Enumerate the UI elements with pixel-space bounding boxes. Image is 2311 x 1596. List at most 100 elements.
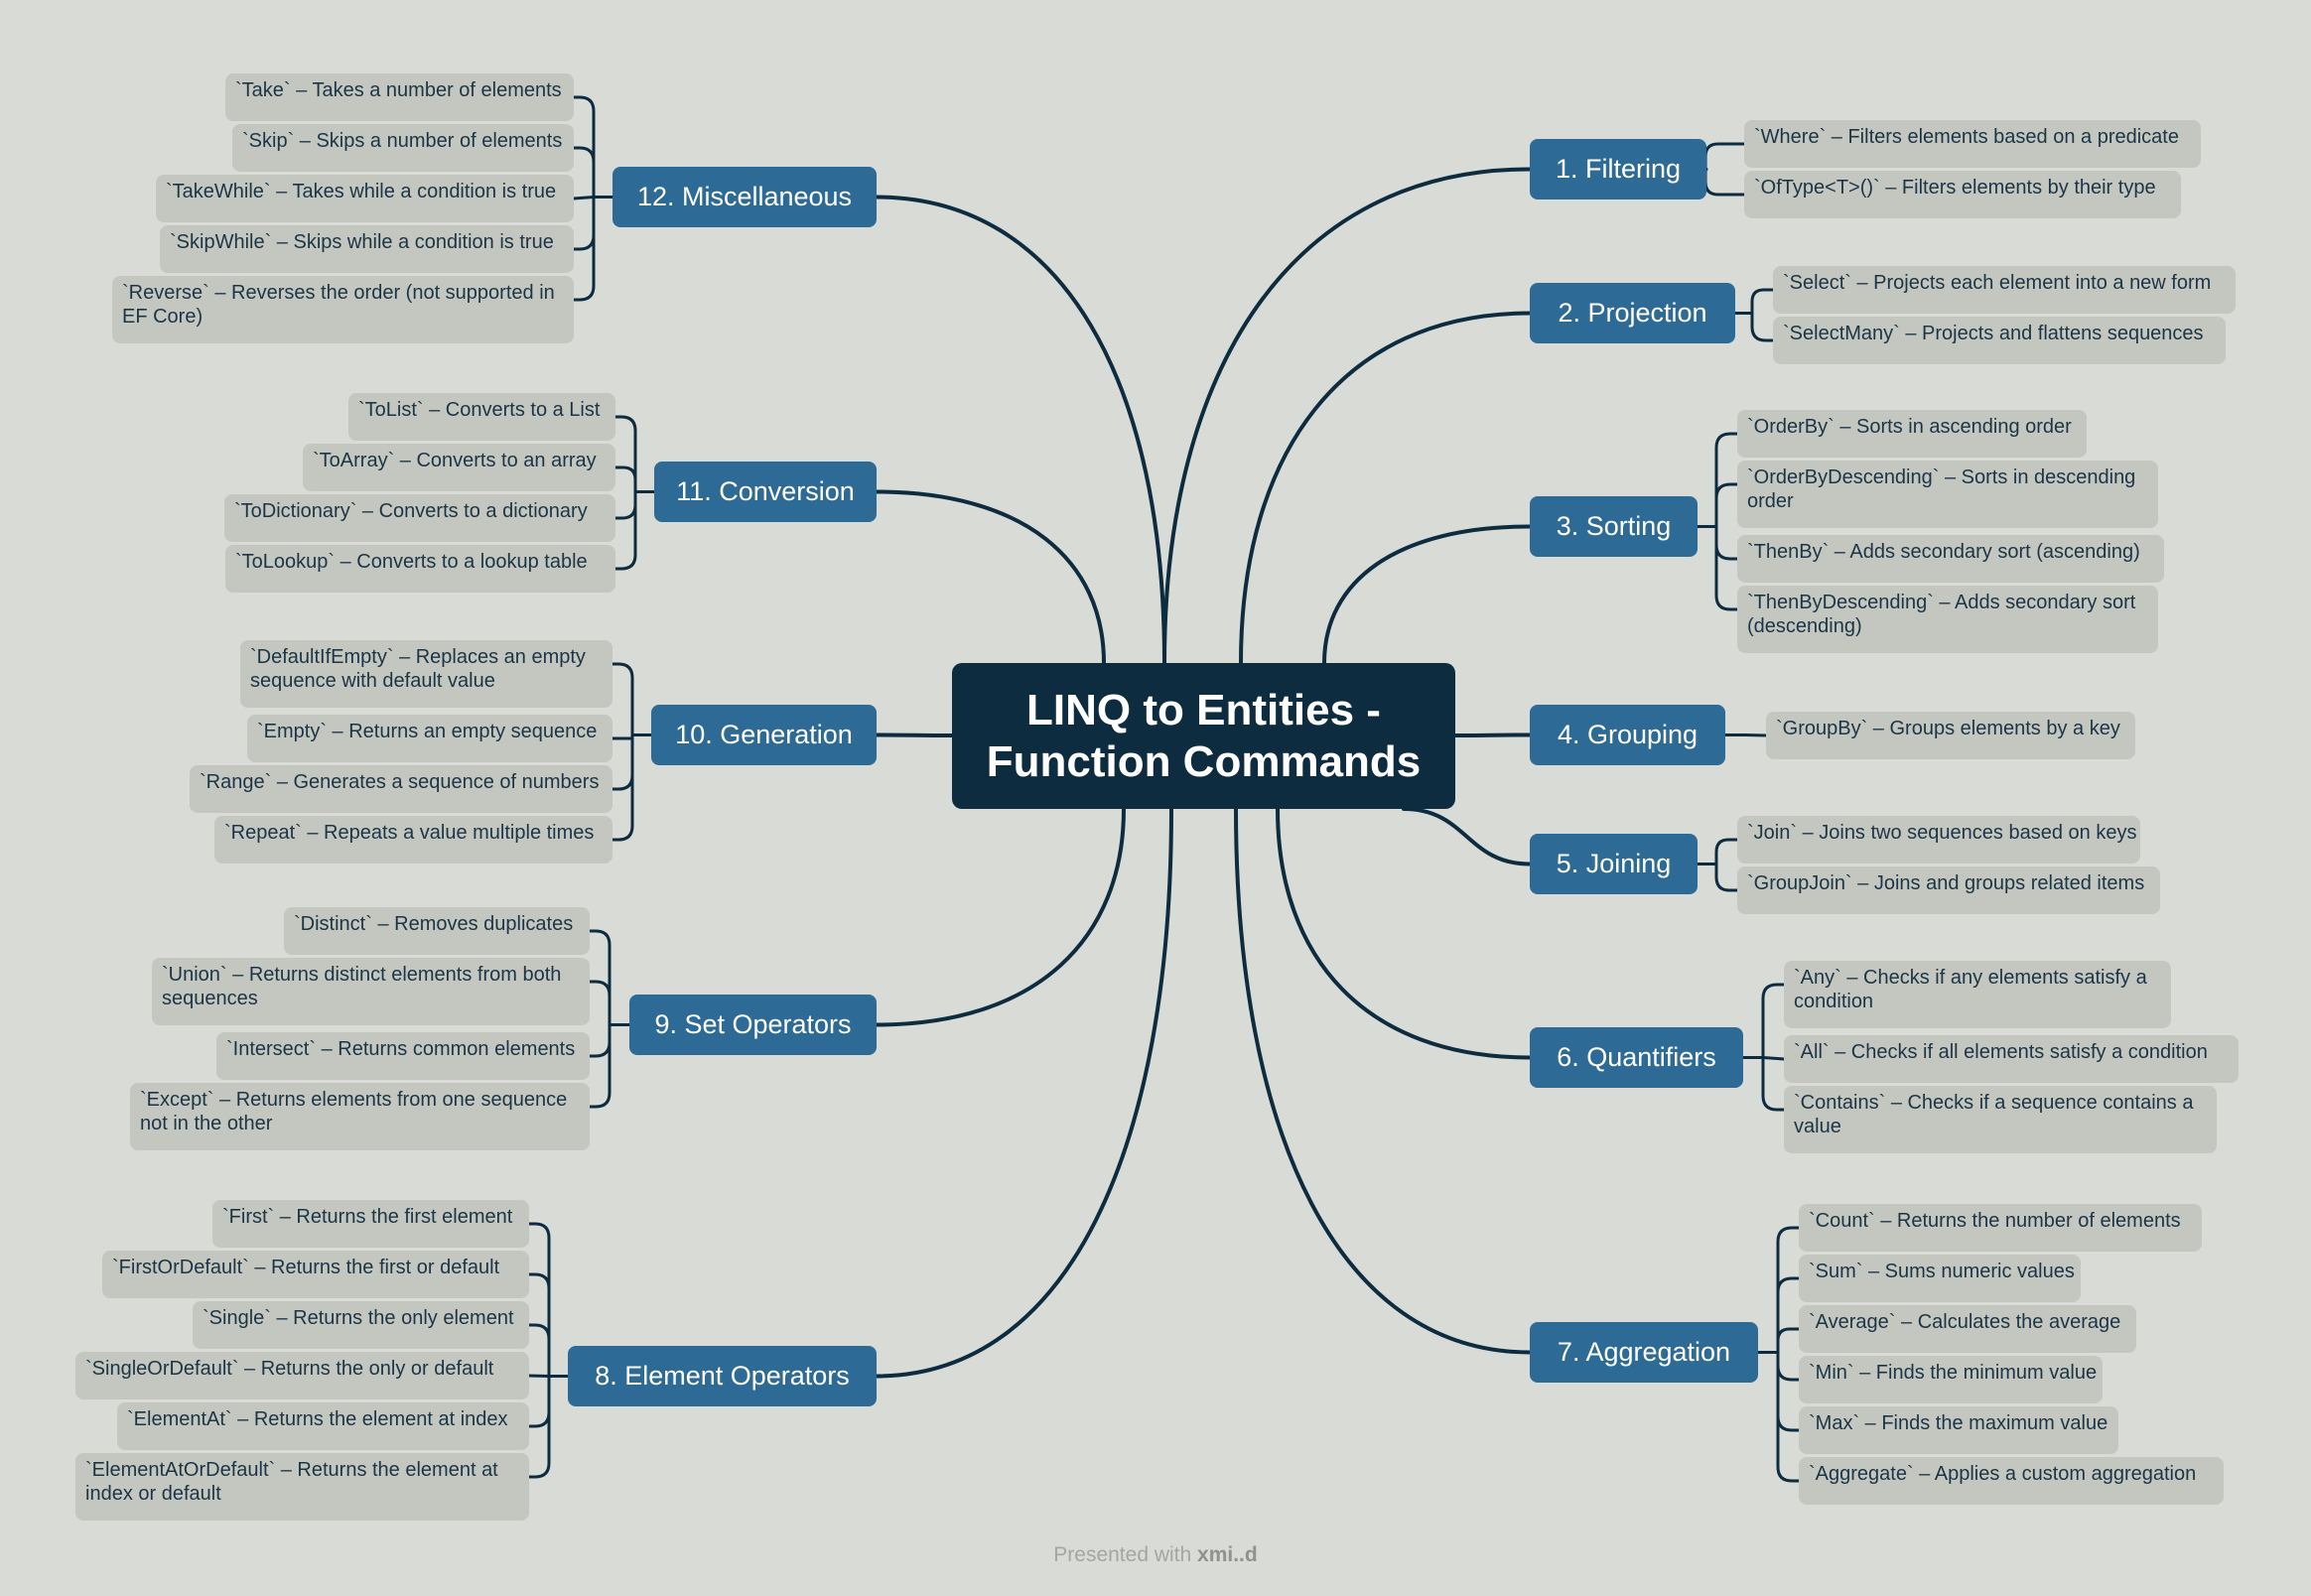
- leaf-link-b8-3: [527, 1323, 551, 1378]
- leaf-b9-2[interactable]: `Union` – Returns distinct elements from…: [152, 958, 590, 1025]
- leaf-link-b10-1: [611, 662, 634, 736]
- leaf-b10-3[interactable]: `Range` – Generates a sequence of number…: [190, 765, 612, 813]
- leaf-b7-4[interactable]: `Min` – Finds the minimum value: [1799, 1356, 2103, 1403]
- footer-prefix: Presented with: [1053, 1543, 1192, 1566]
- branch-b4[interactable]: 4. Grouping: [1530, 705, 1725, 765]
- leaf-link-b7-5: [1776, 1351, 1801, 1432]
- central-topic[interactable]: LINQ to Entities - Function Commands: [952, 663, 1455, 809]
- leaf-link-b4-1: [1743, 733, 1768, 737]
- footer: Presented with xmi..d: [0, 1543, 2311, 1567]
- leaf-b3-2[interactable]: `OrderByDescending` – Sorts in descendin…: [1737, 461, 2158, 528]
- leaf-b10-1[interactable]: `DefaultIfEmpty` – Replaces an empty seq…: [240, 640, 612, 708]
- leaf-link-b3-3: [1714, 525, 1739, 561]
- branch-b9[interactable]: 9. Set Operators: [629, 995, 877, 1055]
- leaf-b8-2[interactable]: `FirstOrDefault` – Returns the first or …: [102, 1251, 529, 1298]
- leaf-b11-4[interactable]: `ToLookup` – Converts to a lookup table: [225, 545, 615, 593]
- leaf-b8-6[interactable]: `ElementAtOrDefault` – Returns the eleme…: [75, 1453, 529, 1521]
- branch-link-b11: [875, 489, 1106, 665]
- branch-b6[interactable]: 6. Quantifiers: [1530, 1027, 1743, 1088]
- leaf-link-b5-1: [1714, 838, 1739, 865]
- leaf-b11-3[interactable]: `ToDictionary` – Converts to a dictionar…: [224, 494, 615, 542]
- leaf-link-b9-2: [588, 980, 612, 1026]
- branch-link-b2: [1239, 311, 1532, 665]
- leaf-b10-2[interactable]: `Empty` – Returns an empty sequence: [247, 715, 612, 762]
- branch-b3[interactable]: 3. Sorting: [1530, 496, 1698, 557]
- leaf-b1-2[interactable]: `OfType<T>()` – Filters elements by thei…: [1744, 171, 2181, 218]
- branch-b10[interactable]: 10. Generation: [651, 705, 877, 765]
- leaf-b2-2[interactable]: `SelectMany` – Projects and flattens seq…: [1773, 317, 2226, 364]
- leaf-b9-3[interactable]: `Intersect` – Returns common elements: [216, 1032, 590, 1080]
- leaf-link-b11-3: [613, 490, 637, 520]
- branch-b1[interactable]: 1. Filtering: [1530, 139, 1706, 200]
- leaf-link-b3-2: [1714, 482, 1739, 528]
- leaf-link-b7-3: [1776, 1327, 1801, 1354]
- central-title-line-2: Function Commands: [986, 736, 1422, 786]
- leaf-b8-1[interactable]: `First` – Returns the first element: [212, 1200, 529, 1248]
- leaf-link-b5-2: [1714, 863, 1739, 892]
- leaf-b3-1[interactable]: `OrderBy` – Sorts in ascending order: [1737, 410, 2087, 458]
- leaf-b6-1[interactable]: `Any` – Checks if any elements satisfy a…: [1784, 961, 2171, 1028]
- leaf-link-b2-1: [1750, 288, 1775, 315]
- leaf-b6-2[interactable]: `All` – Checks if all elements satisfy a…: [1784, 1035, 2239, 1083]
- leaf-b3-3[interactable]: `ThenBy` – Adds secondary sort (ascendin…: [1737, 535, 2164, 583]
- leaf-b12-2[interactable]: `Skip` – Skips a number of elements: [232, 124, 574, 172]
- leaf-b8-4[interactable]: `SingleOrDefault` – Returns the only or …: [75, 1352, 529, 1399]
- branch-b2[interactable]: 2. Projection: [1530, 283, 1735, 343]
- leaf-b2-1[interactable]: `Select` – Projects each element into a …: [1773, 266, 2236, 314]
- leaf-b8-3[interactable]: `Single` – Returns the only element: [193, 1301, 529, 1349]
- leaf-link-b12-5: [572, 196, 596, 302]
- leaf-b12-1[interactable]: `Take` – Takes a number of elements: [225, 73, 574, 121]
- branch-link-b10: [875, 732, 954, 737]
- branch-b12[interactable]: 12. Miscellaneous: [612, 167, 877, 227]
- leaf-link-b6-1: [1761, 983, 1786, 1059]
- branch-b8[interactable]: 8. Element Operators: [568, 1346, 877, 1406]
- central-title-line-1: LINQ to Entities -: [1026, 685, 1381, 734]
- branch-link-b9: [875, 807, 1126, 1027]
- branch-b11[interactable]: 11. Conversion: [654, 462, 877, 522]
- branch-link-b3: [1322, 524, 1532, 665]
- leaf-link-b3-1: [1714, 432, 1739, 528]
- leaf-link-b12-3: [572, 196, 596, 200]
- leaf-b12-3[interactable]: `TakeWhile` – Takes while a condition is…: [156, 175, 574, 222]
- leaf-b10-4[interactable]: `Repeat` – Repeats a value multiple time…: [214, 816, 612, 864]
- leaf-link-b6-3: [1761, 1056, 1786, 1112]
- leaf-b9-4[interactable]: `Except` – Returns elements from one seq…: [130, 1083, 590, 1150]
- leaf-link-b7-2: [1776, 1276, 1801, 1354]
- leaf-link-b12-4: [572, 196, 596, 251]
- leaf-link-b12-2: [572, 146, 596, 199]
- leaf-b11-2[interactable]: `ToArray` – Converts to an array: [303, 444, 615, 491]
- leaf-b7-2[interactable]: `Sum` – Sums numeric values: [1799, 1255, 2081, 1302]
- leaf-link-b12-1: [572, 95, 596, 199]
- branch-link-b12: [875, 195, 1166, 665]
- leaf-link-b1-2: [1703, 168, 1746, 197]
- branch-link-b8: [875, 807, 1173, 1379]
- leaf-b11-1[interactable]: `ToList` – Converts to a List: [348, 393, 615, 441]
- leaf-b5-1[interactable]: `Join` – Joins two sequences based on ke…: [1737, 816, 2140, 864]
- leaf-link-b8-6: [527, 1375, 551, 1479]
- branch-link-b7: [1234, 807, 1532, 1355]
- leaf-b4-1[interactable]: `GroupBy` – Groups elements by a key: [1766, 712, 2135, 759]
- branch-b7[interactable]: 7. Aggregation: [1530, 1322, 1758, 1383]
- leaf-b7-1[interactable]: `Count` – Returns the number of elements: [1799, 1204, 2202, 1252]
- leaf-link-b9-3: [588, 1023, 612, 1058]
- branch-b5[interactable]: 5. Joining: [1530, 834, 1698, 894]
- branch-link-b4: [1453, 732, 1532, 737]
- leaf-b1-1[interactable]: `Where` – Filters elements based on a pr…: [1744, 120, 2201, 168]
- leaf-b8-5[interactable]: `ElementAt` – Returns the element at ind…: [117, 1402, 529, 1450]
- leaf-link-b7-4: [1776, 1351, 1801, 1382]
- leaf-link-b8-2: [527, 1272, 551, 1378]
- leaf-link-b9-4: [588, 1023, 612, 1109]
- leaf-b7-5[interactable]: `Max` – Finds the maximum value: [1799, 1406, 2118, 1454]
- leaf-b3-4[interactable]: `ThenByDescending` – Adds secondary sort…: [1737, 586, 2158, 653]
- leaf-b7-3[interactable]: `Average` – Calculates the average: [1799, 1305, 2136, 1353]
- leaf-link-b11-4: [613, 490, 637, 571]
- leaf-b6-3[interactable]: `Contains` – Checks if a sequence contai…: [1784, 1086, 2217, 1153]
- leaf-b7-6[interactable]: `Aggregate` – Applies a custom aggregati…: [1799, 1457, 2224, 1505]
- leaf-b9-1[interactable]: `Distinct` – Removes duplicates: [284, 907, 590, 955]
- leaf-b12-5[interactable]: `Reverse` – Reverses the order (not supp…: [112, 276, 574, 343]
- leaf-link-b10-4: [611, 733, 634, 842]
- leaf-b5-2[interactable]: `GroupJoin` – Joins and groups related i…: [1737, 866, 2160, 914]
- leaf-b12-4[interactable]: `SkipWhile` – Skips while a condition is…: [160, 225, 574, 273]
